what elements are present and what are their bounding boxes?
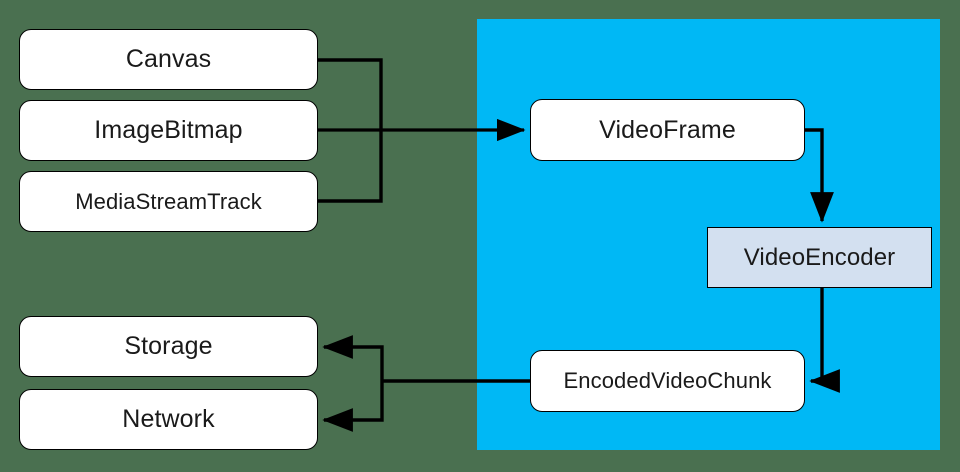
node-storage-label: Storage bbox=[124, 332, 213, 360]
node-storage[interactable]: Storage bbox=[19, 316, 318, 377]
node-imagebitmap[interactable]: ImageBitmap bbox=[19, 100, 318, 161]
node-imagebitmap-label: ImageBitmap bbox=[94, 116, 243, 144]
edge-canvas-to-videoframe bbox=[318, 58, 383, 130]
node-encodedvideochunk-label: EncodedVideoChunk bbox=[563, 368, 772, 393]
node-videoencoder[interactable]: VideoEncoder bbox=[707, 227, 932, 288]
node-videoframe-label: VideoFrame bbox=[599, 115, 736, 144]
node-mediastreamtrack-label: MediaStreamTrack bbox=[75, 188, 262, 214]
node-network-label: Network bbox=[122, 405, 215, 433]
node-mediastreamtrack[interactable]: MediaStreamTrack bbox=[19, 171, 318, 232]
node-network[interactable]: Network bbox=[19, 389, 318, 450]
node-canvas[interactable]: Canvas bbox=[19, 29, 318, 90]
edge-chunk-to-storage bbox=[322, 335, 384, 381]
node-videoframe[interactable]: VideoFrame bbox=[530, 99, 805, 161]
edge-mediastreamtrack-to-videoframe bbox=[318, 130, 383, 203]
edge-chunk-to-network bbox=[322, 381, 384, 432]
node-canvas-label: Canvas bbox=[125, 45, 212, 73]
node-encodedvideochunk[interactable]: EncodedVideoChunk bbox=[530, 350, 805, 412]
node-videoencoder-label: VideoEncoder bbox=[743, 243, 896, 271]
